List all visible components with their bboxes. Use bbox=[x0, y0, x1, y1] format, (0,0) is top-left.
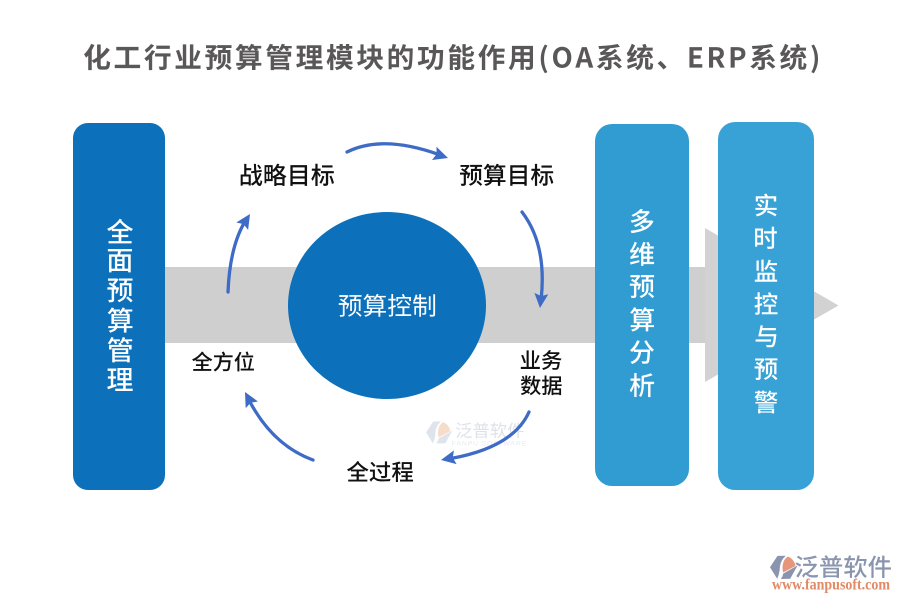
svg-text:FANPU SOFTWARE: FANPU SOFTWARE bbox=[452, 440, 527, 447]
svg-text:www.fanpusoft.com: www.fanpusoft.com bbox=[772, 577, 890, 594]
